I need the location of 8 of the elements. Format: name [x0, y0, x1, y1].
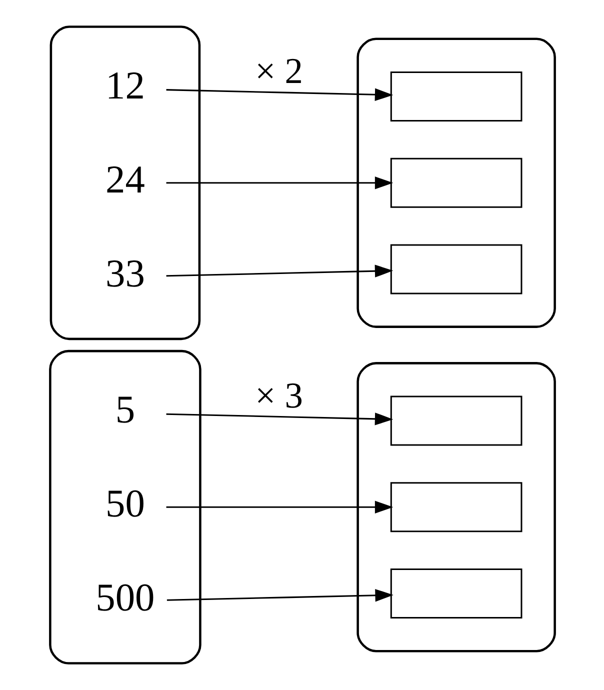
node-text: 33 — [105, 251, 144, 296]
node-text: 500 — [95, 576, 154, 620]
node-text: 50 — [105, 482, 144, 526]
node-text: 24 — [105, 157, 144, 202]
edge-label: × 3 — [254, 375, 302, 416]
node-text: 12 — [105, 63, 144, 108]
edge-label: × 2 — [254, 51, 302, 92]
node-text: 5 — [114, 388, 135, 432]
